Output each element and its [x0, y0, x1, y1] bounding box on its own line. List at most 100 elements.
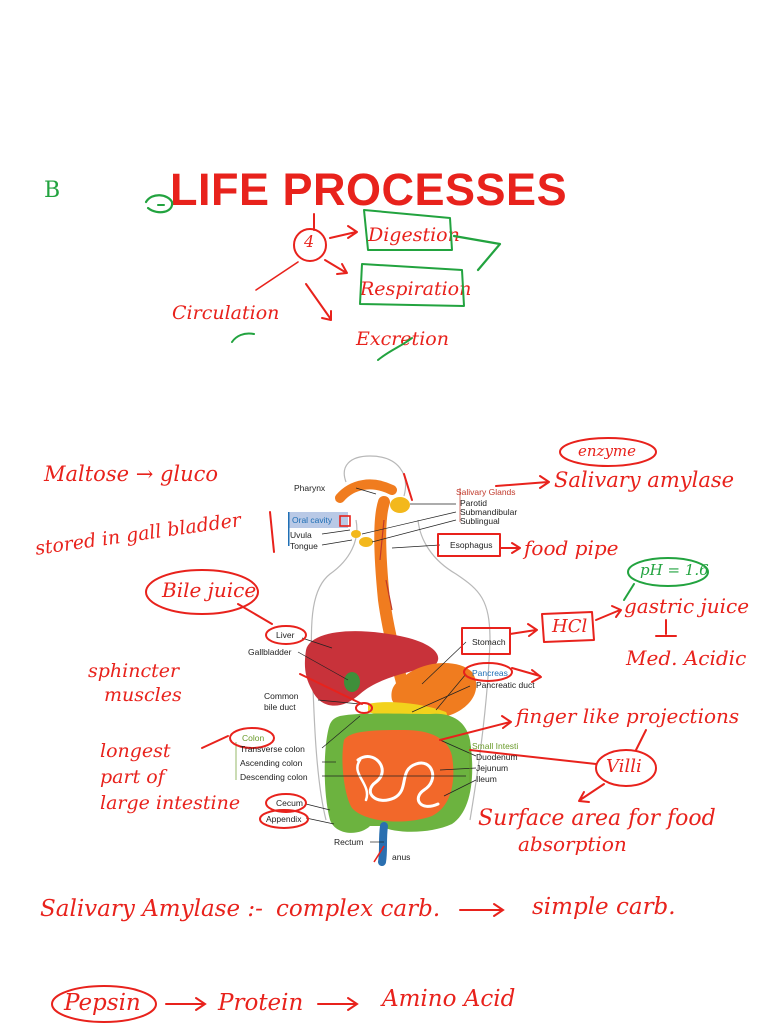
note-large-intestine: large intestine — [100, 792, 241, 814]
label-stomach: Stomach — [472, 637, 506, 647]
green-tick-circulation — [231, 332, 255, 343]
arrow-pancreas — [511, 667, 542, 683]
label-liver: Liver — [276, 630, 295, 640]
label-uvula: Uvula — [290, 530, 312, 540]
label-respiration: Respiration — [360, 278, 472, 300]
label-cecum: Cecum — [276, 798, 303, 808]
arrow-stomach-hcl — [509, 623, 538, 637]
arrow-respiration — [324, 259, 348, 275]
stroke-ph-down — [623, 583, 635, 601]
arrow-bottom-2b — [317, 997, 359, 1011]
arrow-bottom-1 — [459, 903, 505, 917]
label-colon: Colon — [242, 733, 265, 743]
label-rectum: Rectum — [334, 837, 364, 847]
label-oral-cavity: Oral cavity — [292, 515, 333, 525]
circled-number: 4 — [304, 232, 315, 251]
arrow-digestion — [329, 225, 358, 239]
note-sphincter: sphincter — [88, 660, 180, 682]
arrow-salivary — [495, 475, 550, 489]
note-ph: pH = 1.6 — [640, 561, 709, 579]
note-gastric-juice: gastric juice — [624, 594, 750, 618]
note-food-pipe: food pipe — [524, 536, 619, 560]
arrow-villi-surface — [578, 783, 605, 803]
liver-shape — [304, 631, 439, 706]
body-left-outline — [310, 519, 358, 821]
rectum-shape — [378, 822, 388, 866]
label-small-intestine: Small Intesti — [472, 741, 519, 751]
label-excretion: Excretion — [356, 328, 449, 350]
label-gallbladder: Gallbladder — [248, 647, 292, 657]
anus-arrow — [373, 845, 385, 863]
line-stomach — [421, 641, 467, 685]
line-sublingual — [371, 519, 457, 543]
label-pancreas: Pancreas — [472, 668, 508, 678]
corner-mark: B — [44, 178, 61, 203]
pharynx-tube — [335, 479, 397, 503]
page-title: LIFE PROCESSES — [170, 164, 568, 215]
note-villi: Villi — [606, 756, 642, 777]
label-digestion: Digestion — [368, 224, 460, 246]
circle-bile-juice — [145, 569, 259, 615]
green-circle-mark — [144, 194, 174, 214]
note-bottom-complex: complex carb. — [276, 896, 441, 922]
label-common: Common — [264, 691, 299, 701]
label-ascending-colon: Ascending colon — [240, 758, 303, 768]
line-appendix — [305, 817, 335, 825]
stroke-villi-up — [635, 729, 647, 751]
arrow-food-pipe — [499, 542, 521, 554]
note-maltose: Maltose → gluco — [44, 462, 219, 486]
line-liver — [301, 637, 333, 649]
oral-cavity-highlight — [288, 512, 348, 528]
label-transverse-colon: Transverse colon — [240, 744, 305, 754]
body-right-outline — [417, 519, 491, 821]
note-bile-juice: Bile juice — [162, 578, 257, 602]
note-bottom-pepsin: Pepsin — [64, 990, 141, 1016]
note-bottom-amino: Amino Acid — [382, 986, 516, 1012]
label-descending-colon: Descending colon — [240, 772, 308, 782]
circle-pancreas — [463, 662, 513, 682]
stroke-oral-bracket — [269, 511, 275, 553]
label-sublingual: Sublingual — [460, 516, 500, 526]
box-hcl — [541, 611, 595, 643]
label-esophagus: Esophagus — [450, 540, 493, 550]
stroke-circulation — [255, 261, 299, 291]
submandibular-gland — [351, 530, 361, 538]
note-part-of: part of — [100, 766, 165, 788]
note-surface-area: Surface area for food — [478, 806, 716, 831]
intestine-coils — [356, 755, 440, 808]
circle-ph — [627, 557, 709, 587]
stroke-pharynx-red — [403, 473, 413, 501]
circle-cecum — [265, 793, 307, 813]
line-tongue — [321, 539, 353, 546]
label-parotid: Parotid — [460, 498, 487, 508]
line-uvula — [321, 529, 351, 535]
line-submandibular — [361, 511, 457, 535]
label-anus: anus — [392, 852, 411, 862]
label-pancreatic-duct: Pancreatic duct — [476, 680, 535, 690]
line-transverse — [321, 715, 361, 749]
line-pharynx — [355, 487, 377, 495]
label-jejunum: Jejunum — [476, 763, 509, 773]
arrow-hcl-gastric — [595, 605, 622, 621]
note-hcl: HCl — [552, 616, 588, 637]
circle-sphincter — [355, 702, 373, 714]
arrow-bottom-2a — [165, 997, 207, 1011]
circle-colon — [229, 727, 275, 749]
line-pancreatic-duct — [411, 685, 471, 713]
note-bottom-simple: simple carb. — [532, 894, 676, 920]
circle-appendix — [259, 809, 309, 829]
note-bottom-salivary: Salivary Amylase :- — [40, 896, 263, 922]
line-pancreas — [435, 673, 467, 711]
green-check-top — [452, 234, 502, 272]
note-med-acidic: Med. Acidic — [626, 646, 747, 670]
label-salivary-glands: Salivary Glands — [456, 487, 516, 497]
circle-four — [293, 228, 327, 262]
label-appendix: Appendix — [266, 814, 302, 824]
note-longest: longest — [100, 740, 171, 762]
line-ileum — [443, 779, 477, 797]
line-bile-duct — [317, 699, 361, 705]
circle-liver — [265, 625, 307, 645]
note-enzyme: enzyme — [578, 442, 637, 460]
